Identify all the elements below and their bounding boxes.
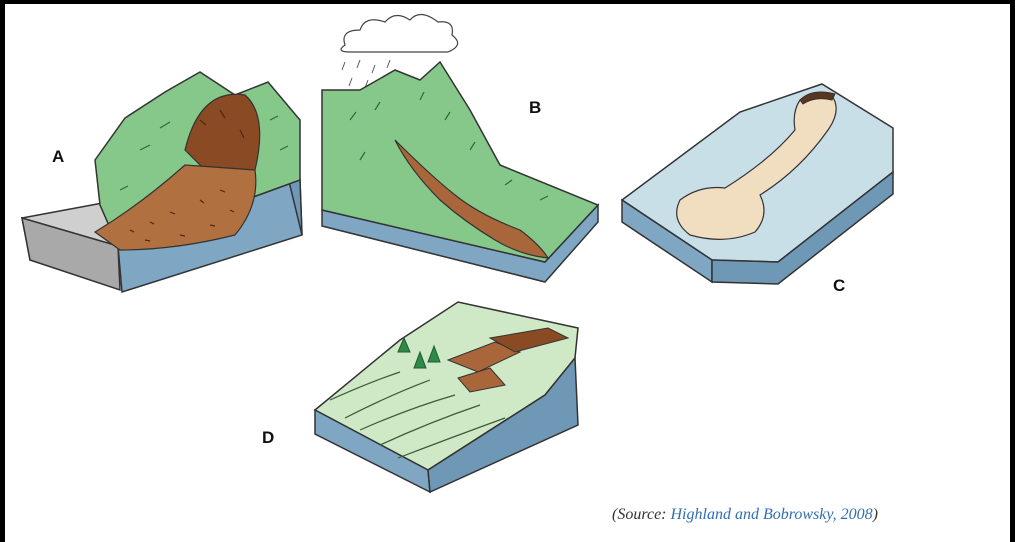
source-prefix: (Source: — [612, 506, 667, 523]
label-d: D — [262, 428, 274, 448]
source-citation: (Source: Highland and Bobrowsky, 2008) — [612, 506, 878, 524]
diagram-d — [315, 302, 578, 492]
rain-cloud-icon — [341, 14, 458, 52]
source-suffix: ) — [873, 506, 878, 523]
diagram-c — [622, 84, 893, 284]
label-c: C — [833, 276, 845, 296]
label-b: B — [529, 98, 541, 118]
diagram-b — [322, 14, 598, 282]
label-a: A — [52, 147, 64, 167]
diagram-a — [22, 72, 302, 292]
source-reference: Highland and Bobrowsky, 2008 — [671, 506, 873, 523]
